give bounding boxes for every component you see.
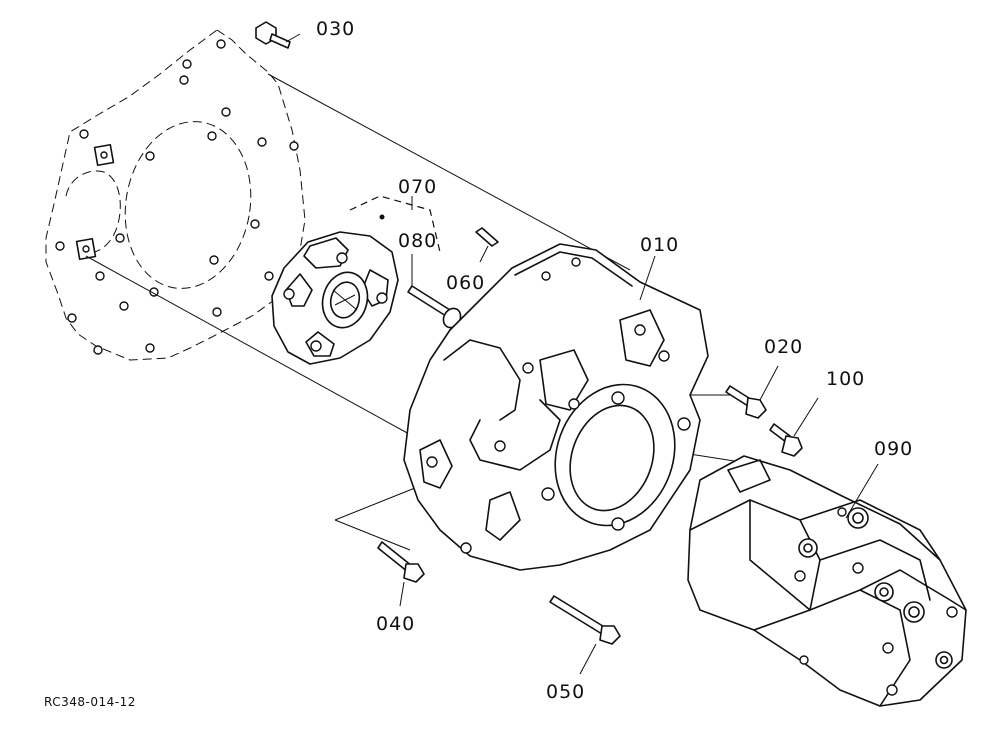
label-010: 010 [640, 234, 679, 256]
bolt-100 [769, 397, 819, 457]
pump-090 [687, 455, 967, 707]
label-100: 100 [826, 368, 865, 390]
label-080: 080 [398, 230, 437, 252]
coupling-070 [271, 195, 441, 365]
label-060: 060 [446, 272, 485, 294]
label-090: 090 [874, 438, 913, 460]
leader-010 [639, 255, 656, 301]
label-030: 030 [316, 18, 355, 40]
adapter-plate [45, 29, 306, 361]
plate-bolt-holes [55, 39, 299, 355]
bolt-050 [549, 595, 621, 675]
label-050: 050 [546, 681, 585, 703]
label-070: 070 [398, 176, 437, 198]
pin-060 [475, 227, 499, 263]
housing-010 [403, 243, 709, 571]
bolt-030 [255, 21, 301, 49]
label-040: 040 [376, 613, 415, 635]
bolt-040 [377, 541, 425, 607]
part-labels: 030 070 080 060 010 020 100 090 040 050 … [44, 18, 913, 709]
reference-code: RC348-014-12 [44, 695, 136, 709]
label-020: 020 [764, 336, 803, 358]
bolt-020 [725, 365, 779, 419]
